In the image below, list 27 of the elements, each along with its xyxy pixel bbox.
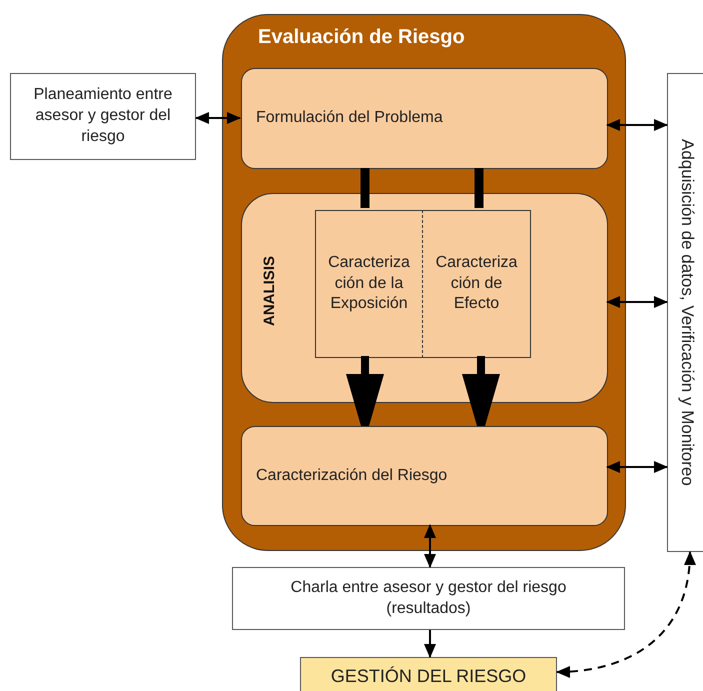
arrow <box>606 119 668 131</box>
analysis-panel <box>241 193 608 403</box>
process-box <box>232 567 625 630</box>
process-box <box>241 68 608 169</box>
arrow <box>424 524 436 568</box>
arrow <box>195 112 241 124</box>
box-label: Caracteriza ción de la Exposición <box>327 252 411 314</box>
side-box <box>667 73 703 552</box>
section-label: ANALISIS <box>260 256 279 326</box>
box-label: Adquisición de datos, Verificación y Monitoreo <box>677 139 698 486</box>
box-label: Charla entre asesor y gestor del riesgo (resultados) <box>290 578 568 618</box>
arrow <box>424 630 436 658</box>
box-label: Formulación del Problema <box>256 108 443 128</box>
evaluation-panel <box>222 14 626 551</box>
panel-title: Evaluación de Riesgo <box>258 25 465 49</box>
arrow <box>606 461 668 473</box>
box-label: Caracterización del Riesgo <box>256 466 448 486</box>
management-box <box>300 657 557 691</box>
box-label: Caracteriza ción de Efecto <box>434 252 518 314</box>
process-box <box>241 426 608 526</box>
arrow <box>606 296 668 308</box>
process-box <box>423 210 531 358</box>
arrow <box>556 551 696 678</box>
process-box <box>315 210 423 358</box>
box-label: Planeamiento entre asesor y gestor del riesgo <box>33 85 173 147</box>
box-label: GESTIÓN DEL RIESGO <box>330 666 526 688</box>
process-box <box>10 73 196 160</box>
